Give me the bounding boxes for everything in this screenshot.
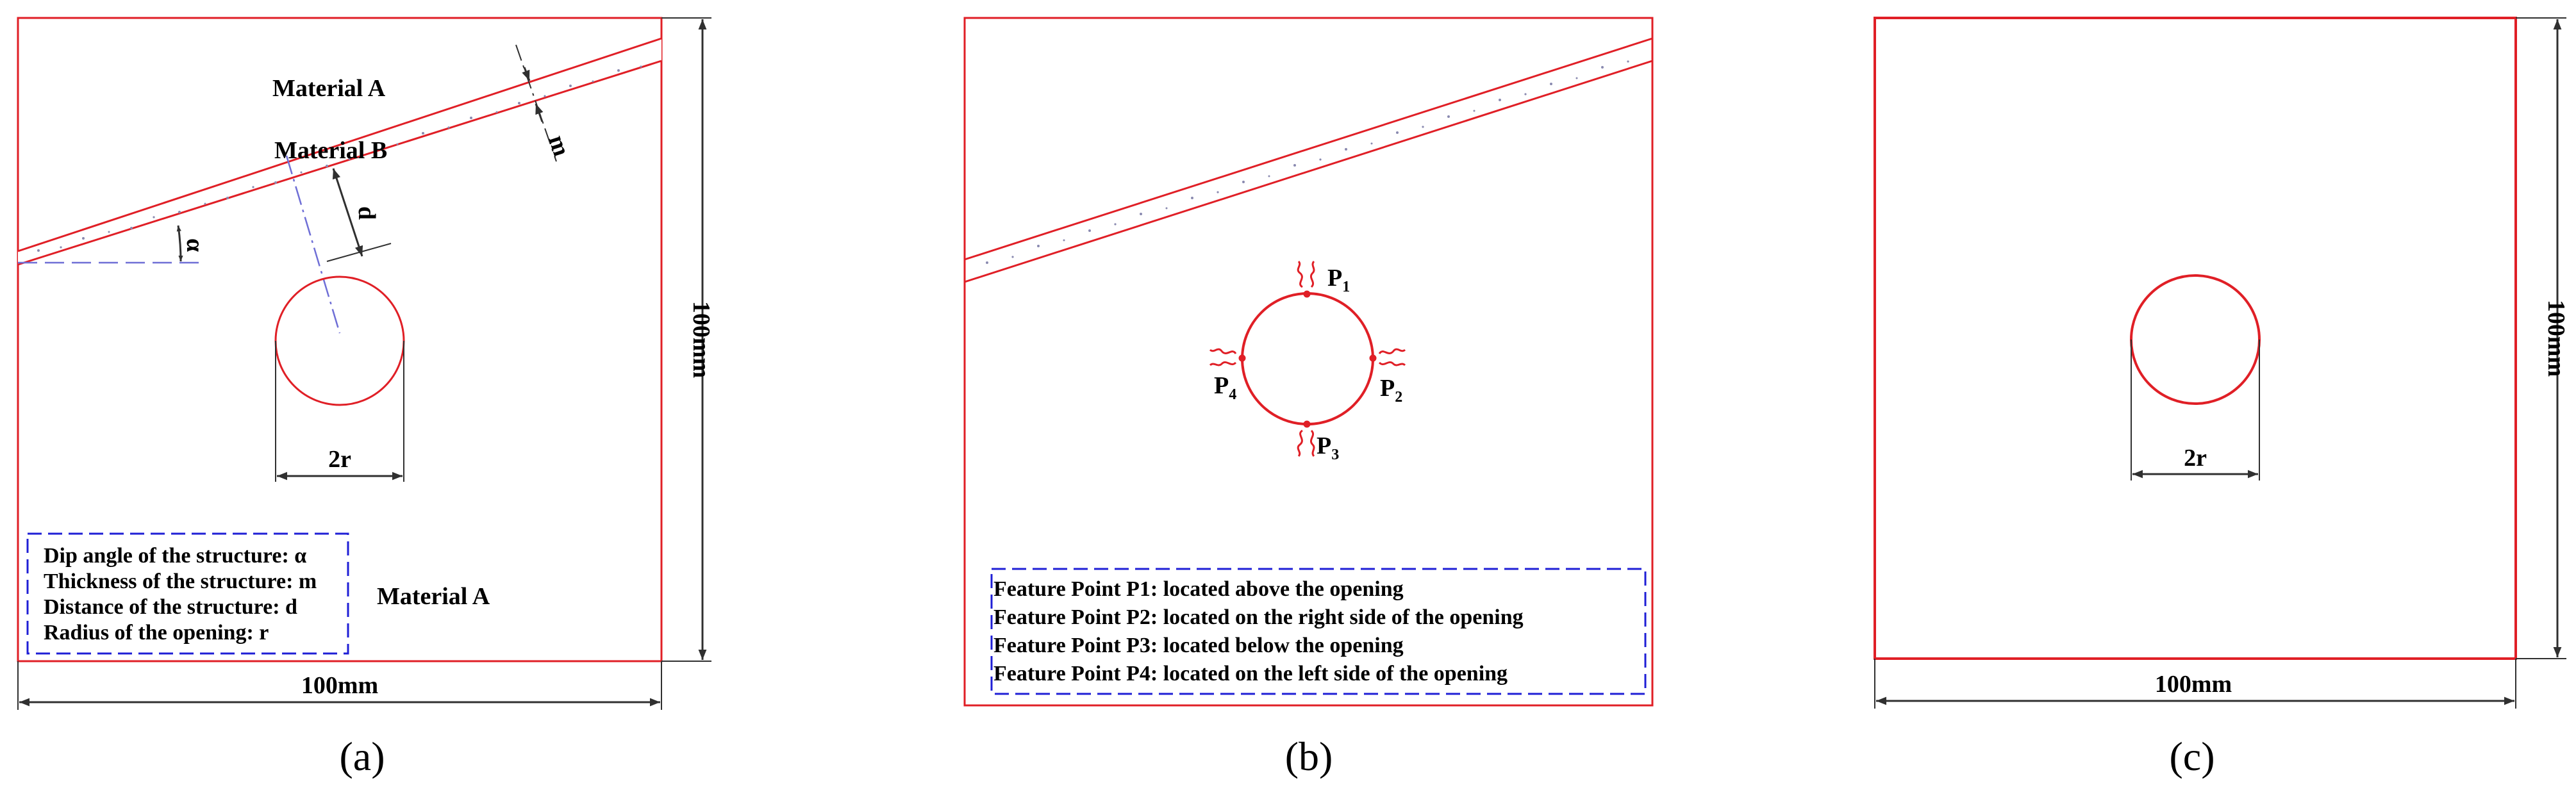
panel-a-thickness-guide — [515, 44, 557, 162]
panel-b-label-p4: P4 — [1214, 372, 1236, 403]
panel-a-legend-line-1: Dip angle of the structure: α — [44, 544, 306, 568]
panel-c-height-label: 100mm — [2543, 300, 2570, 377]
panel-b-label-p1: P1 — [1327, 265, 1350, 295]
panel-a-label-d: d — [353, 206, 380, 220]
panel-b-label-p4-index: 4 — [1229, 386, 1236, 403]
panel-a-dip-angle-arc — [176, 225, 183, 262]
panel-a-height-label: 100mm — [688, 301, 715, 378]
panel-b-band-speckles — [986, 60, 1629, 264]
panel-c-boundary — [1874, 17, 2517, 660]
panel-b-point-p2-marker — [1369, 348, 1406, 366]
panel-a-legend-box — [26, 532, 349, 655]
panel-a-material-a-bottom: Material A — [377, 583, 490, 610]
panel-b-point-p3-marker — [1297, 420, 1315, 457]
panel-b-boundary — [963, 17, 1654, 707]
panel-b-legend-line-4: Feature Point P4: located on the left si… — [993, 662, 1508, 686]
panel-b-label-p2-letter: P — [1380, 375, 1395, 402]
panel-b-legend-line-1: Feature Point P1: located above the open… — [993, 577, 1404, 601]
panel-b-legend: Feature Point P1: located above the open… — [990, 568, 1647, 695]
panel-a-legend-line-2: Thickness of the structure: m — [44, 570, 317, 593]
panel-a-legend-line-4: Radius of the opening: r — [44, 621, 269, 645]
panel-a: α m d Material A Material B Material A 2… — [17, 17, 715, 779]
panel-c-label-2r: 2r — [2184, 445, 2207, 472]
panel-a-distance-dimension — [332, 168, 363, 257]
panel-b: P1 P2 P3 P4 Feature Point P1: located ab… — [963, 17, 1654, 779]
panel-b-label-p3: P3 — [1317, 432, 1339, 463]
panel-a-material-a-top: Material A — [272, 75, 386, 102]
panel-b-structure-band — [964, 37, 1653, 283]
panel-a-label-alpha: α — [181, 238, 208, 252]
panel-a-opening — [274, 275, 405, 406]
panel-b-legend-line-3: Feature Point P3: located below the open… — [993, 634, 1404, 657]
panel-c-opening — [2130, 274, 2261, 405]
panel-a-width-label: 100mm — [301, 672, 378, 699]
panel-b-label-p2-index: 2 — [1395, 389, 1402, 406]
panel-a-label-2r: 2r — [328, 446, 351, 473]
panel-a-thickness-arrow-bottom — [535, 103, 544, 122]
panel-b-caption: (b) — [1285, 734, 1333, 779]
panel-b-point-p1-marker — [1297, 260, 1315, 298]
panel-a-legend-line-3: Distance of the structure: d — [44, 595, 297, 619]
panel-b-label-p2: P2 — [1380, 375, 1402, 406]
panel-b-point-p4-marker — [1209, 348, 1246, 366]
panel-a-distance-guide — [285, 155, 341, 334]
panel-a-material-b: Material B — [274, 137, 387, 164]
panel-a-structure-band — [17, 37, 662, 266]
panel-b-label-p1-letter: P — [1327, 265, 1342, 292]
panel-b-legend-box — [990, 568, 1647, 695]
panel-c: 2r 100mm 100mm (c) — [1874, 17, 2570, 779]
panel-b-legend-line-2: Feature Point P2: located on the right s… — [993, 605, 1524, 629]
panel-a-boundary — [17, 17, 663, 662]
panel-a-thickness-arrow-top — [522, 67, 531, 81]
panel-a-legend: Dip angle of the structure: α Thickness … — [26, 532, 349, 655]
panel-a-band-speckles — [37, 65, 642, 252]
panel-b-label-p4-letter: P — [1214, 372, 1229, 399]
panel-c-caption: (c) — [2169, 734, 2215, 779]
panel-c-width-label: 100mm — [2155, 671, 2232, 698]
panel-b-label-p3-letter: P — [1317, 432, 1331, 459]
panel-a-caption: (a) — [339, 734, 385, 779]
panel-b-label-p3-index: 3 — [1331, 447, 1339, 463]
panel-b-label-p1-index: 1 — [1342, 279, 1350, 295]
panel-b-opening — [1241, 292, 1374, 425]
